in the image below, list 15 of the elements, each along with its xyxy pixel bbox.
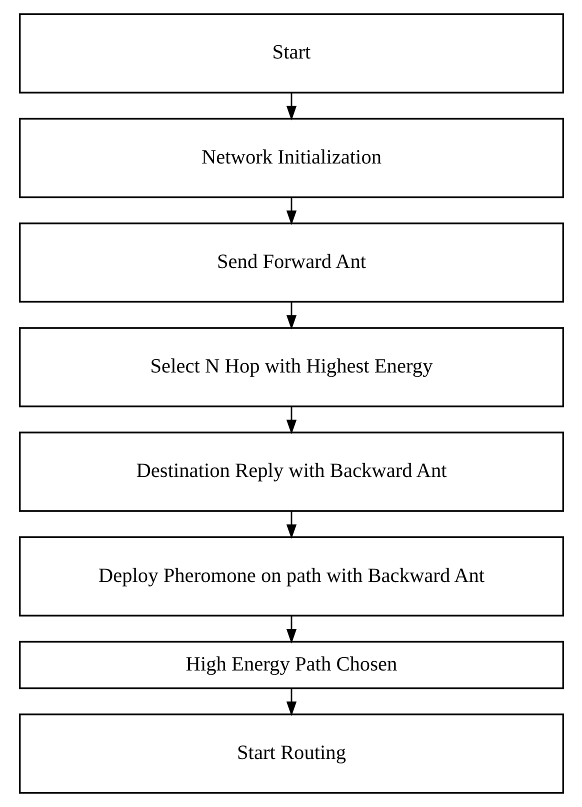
node-box: Network Initialization [18,118,564,198]
arrow [286,406,296,434]
arrow [286,197,296,226]
node-box: Start Routing [18,714,564,794]
node-box: Start [18,13,564,94]
arrow [286,92,296,120]
arrow [286,688,296,716]
arrow [286,511,296,539]
node-box: High Energy Path Chosen [18,640,564,690]
node-box: Destination Reply with Backward Ant [18,432,564,512]
node-box: Deploy Pheromone on path with Backward Ant [18,536,564,616]
node-box: Select N Hop with Highest Energy [18,327,564,408]
node-box: Send Forward Ant [18,222,564,303]
arrow [286,302,296,330]
arrow [286,616,296,644]
